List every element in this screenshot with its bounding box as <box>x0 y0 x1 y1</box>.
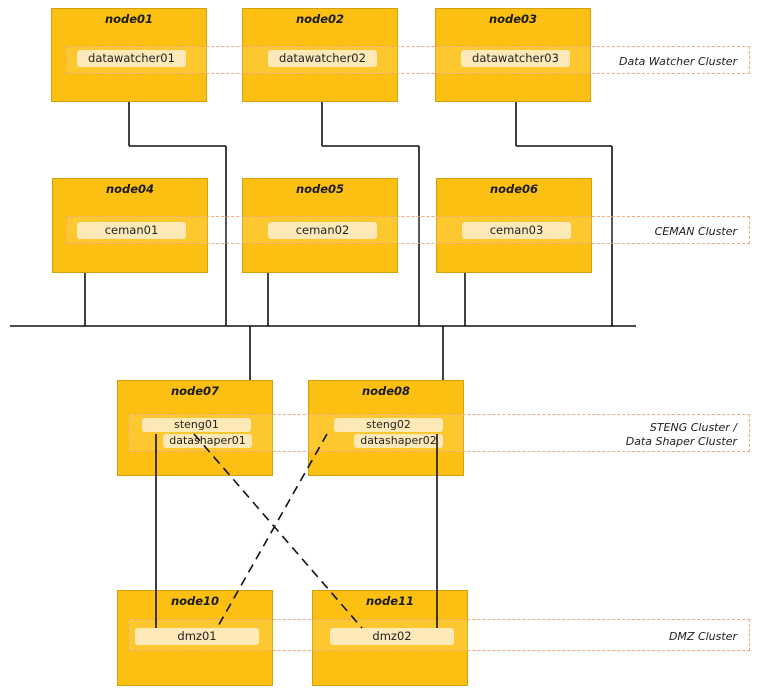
service-dmz02[interactable]: dmz02 <box>330 628 454 645</box>
cluster-label-ceman: CEMAN Cluster <box>654 225 737 238</box>
service-ceman03[interactable]: ceman03 <box>462 222 571 239</box>
service-ceman01[interactable]: ceman01 <box>77 222 186 239</box>
node-title: node03 <box>488 12 538 26</box>
service-datawatcher03[interactable]: datawatcher03 <box>461 50 570 67</box>
service-datashaper01[interactable]: datashaper01 <box>163 434 252 448</box>
node-title: node02 <box>295 12 345 26</box>
cluster-label-steng-line1: STENG Cluster / <box>649 421 737 434</box>
cluster-band-ceman: CEMAN Cluster <box>66 216 750 244</box>
node-title: node10 <box>170 594 220 608</box>
service-datawatcher02[interactable]: datawatcher02 <box>268 50 377 67</box>
node-title: node06 <box>489 182 539 196</box>
service-steng02[interactable]: steng02 <box>334 418 443 432</box>
service-dmz01[interactable]: dmz01 <box>135 628 259 645</box>
service-datawatcher01[interactable]: datawatcher01 <box>77 50 186 67</box>
node-title: node08 <box>361 384 411 398</box>
cluster-label-dmz: DMZ Cluster <box>668 630 737 643</box>
cluster-label-steng-line2: Data Shaper Cluster <box>625 435 737 448</box>
node-title: node01 <box>104 12 154 26</box>
service-ceman02[interactable]: ceman02 <box>268 222 377 239</box>
node-title: node04 <box>105 182 155 196</box>
node-title: node11 <box>365 594 415 608</box>
service-datashaper02[interactable]: datashaper02 <box>354 434 443 448</box>
node-title: node07 <box>170 384 220 398</box>
node-title: node05 <box>295 182 345 196</box>
service-steng01[interactable]: steng01 <box>142 418 251 432</box>
cluster-label-datawatcher: Data Watcher Cluster <box>619 55 737 68</box>
